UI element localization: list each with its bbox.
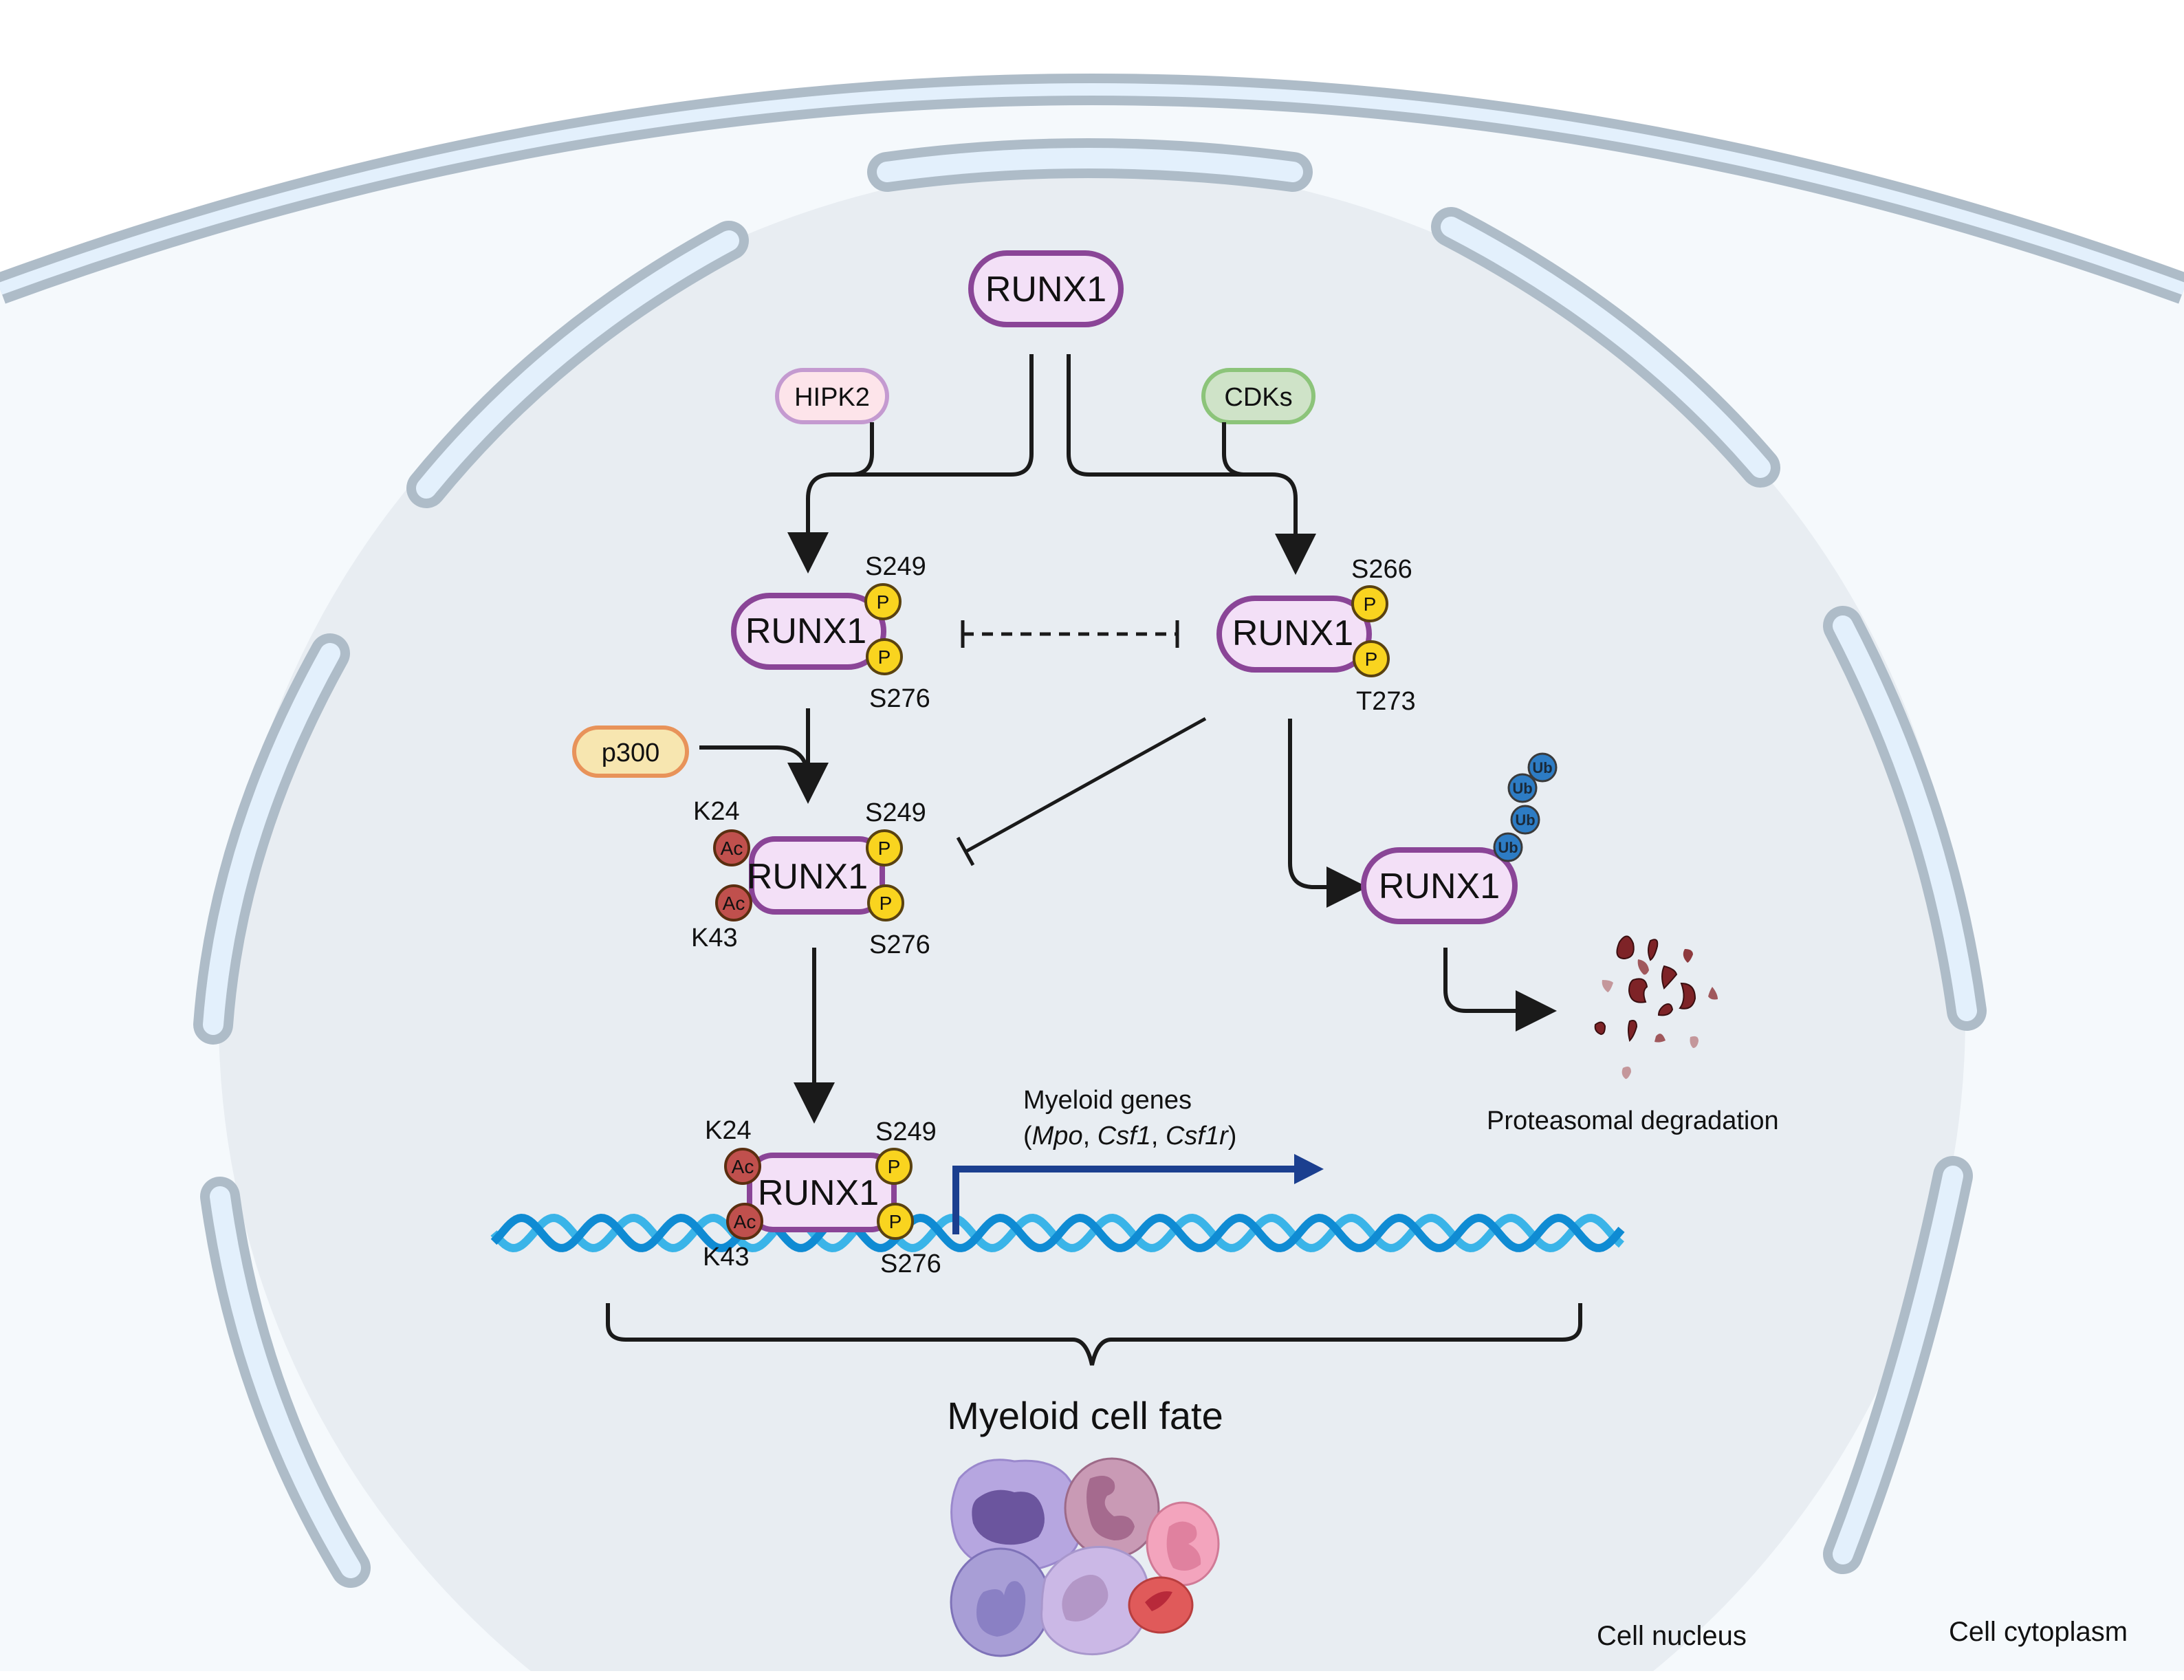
phospho-icon xyxy=(875,1148,913,1185)
myeloid-genes-label: Myeloid genes xyxy=(1023,1086,1192,1115)
runx1-top-node: RUNX1 xyxy=(968,250,1124,327)
gene-mpo: Mpo xyxy=(1032,1122,1083,1150)
ub-mark: Ub xyxy=(1512,780,1532,797)
phospho-mark: P xyxy=(888,1156,901,1177)
acetyl-mark: Ac xyxy=(734,1211,756,1232)
site-label: K24 xyxy=(705,1116,752,1145)
phospho-icon xyxy=(867,884,904,921)
myeloid-cells-icon xyxy=(950,1457,1220,1657)
acetyl-icon xyxy=(715,884,752,921)
protein-fragments-icon xyxy=(1594,935,1718,1079)
basophil-nucleus xyxy=(976,1581,1026,1637)
site-label: S276 xyxy=(869,930,930,959)
ubiquitin-icon xyxy=(1507,773,1538,803)
cdk-inhibition xyxy=(956,717,1207,866)
phospho-icon xyxy=(877,1203,914,1240)
phospho-icon xyxy=(866,829,903,866)
site-label: S266 xyxy=(1351,555,1412,584)
cdks-connector xyxy=(1222,422,1244,477)
hipk2-connector xyxy=(852,422,874,477)
phospho-icon xyxy=(1353,640,1390,677)
site-label: S276 xyxy=(869,684,930,713)
plasma-membrane-inner xyxy=(0,83,2184,295)
macrophage-nucleus xyxy=(1062,1575,1109,1622)
site-label: K43 xyxy=(691,924,738,952)
phospho-icon xyxy=(866,638,903,675)
site-label: S249 xyxy=(875,1117,937,1146)
acetyl-mark: Ac xyxy=(723,893,745,914)
runx1-label: RUNX1 xyxy=(758,1173,879,1213)
acetyl-mark: Ac xyxy=(732,1156,754,1177)
phospho-mark: P xyxy=(878,646,891,668)
arrow-to-degradation xyxy=(1443,948,1557,1032)
curly-brace xyxy=(606,1303,1582,1366)
myeloid-genes-list: (Mpo, Csf1, Csf1r) xyxy=(1023,1122,1236,1150)
arrow-to-hipk2-phospho xyxy=(787,354,1034,574)
phospho-mark: P xyxy=(1365,648,1378,670)
gene-csf1r: Csf1r xyxy=(1166,1122,1229,1150)
neutrophil-nucleus xyxy=(1086,1476,1135,1540)
mutual-inhibition xyxy=(961,620,1179,648)
cdks-node: CDKs xyxy=(1201,368,1315,424)
phospho-mark: P xyxy=(1364,593,1377,615)
phospho-mark: P xyxy=(878,838,891,859)
gene-csf1: Csf1 xyxy=(1098,1122,1151,1150)
neutrophil-cell xyxy=(1064,1457,1160,1559)
runx1-ubiquitinated-node: RUNX1 Ub Ub Ub Ub xyxy=(1361,752,1558,924)
p300-label: p300 xyxy=(602,739,660,767)
runx1-label: RUNX1 xyxy=(1232,613,1353,653)
phospho-mark: P xyxy=(877,591,890,613)
site-label: S249 xyxy=(865,798,926,827)
site-label: K43 xyxy=(703,1243,750,1272)
degradation-label: Proteasomal degradation xyxy=(1487,1106,1779,1135)
site-label: T273 xyxy=(1356,687,1416,716)
nucleus-label: Cell nucleus xyxy=(1597,1621,1747,1651)
runx1-top-label: RUNX1 xyxy=(985,270,1106,309)
eosinophil-nucleus xyxy=(1166,1521,1201,1571)
ubiquitin-chain: Ub Ub Ub Ub xyxy=(1493,752,1558,862)
runx1-label: RUNX1 xyxy=(1379,866,1500,906)
runx1-cdk-phospho-node: RUNX1 P P S266 T273 xyxy=(1216,555,1416,716)
hipk2-label: HIPK2 xyxy=(794,383,870,412)
phosphorylation-arrows xyxy=(787,354,1316,575)
ub-mark: Ub xyxy=(1532,759,1552,776)
phospho-icon xyxy=(1351,585,1388,622)
phospho-mark: P xyxy=(880,893,893,914)
ub-mark: Ub xyxy=(1498,839,1518,856)
nuclear-envelope xyxy=(193,138,1987,1588)
ub-mark: Ub xyxy=(1515,811,1535,829)
runx1-label: RUNX1 xyxy=(745,611,866,651)
myeloid-fate-label: Myeloid cell fate xyxy=(947,1394,1223,1437)
acetyl-icon xyxy=(724,1148,761,1185)
bottom-strip xyxy=(0,1671,2184,1677)
cdks-label: CDKs xyxy=(1224,383,1292,412)
hipk2-node: HIPK2 xyxy=(775,368,889,424)
dna-helix xyxy=(490,1213,1625,1253)
acetyl-icon xyxy=(713,829,750,866)
erythrocyte-center xyxy=(1145,1591,1172,1611)
runx1-dna-bound-node: RUNX1 Ac Ac P P K24 K43 S249 S276 xyxy=(703,1116,941,1278)
nucleus-region xyxy=(219,165,1965,1680)
arrow-to-cdk-phospho xyxy=(1067,354,1316,575)
phospho-mark: P xyxy=(889,1211,902,1232)
p300-node: p300 xyxy=(572,726,689,778)
site-label: K24 xyxy=(693,797,740,826)
arrow-to-ubiquitination xyxy=(1288,719,1368,908)
runx1-label: RUNX1 xyxy=(747,857,868,897)
acetyl-mark: Ac xyxy=(721,838,743,859)
ubiquitin-icon xyxy=(1493,832,1523,862)
phospho-icon xyxy=(864,583,902,620)
site-label: S249 xyxy=(865,552,926,581)
ubiquitin-icon xyxy=(1527,752,1558,783)
ubiquitin-icon xyxy=(1510,805,1540,835)
transcription-arrow xyxy=(952,1154,1324,1234)
cytoplasm-label: Cell cytoplasm xyxy=(1949,1617,2128,1647)
runx1-acetylated-node: RUNX1 Ac Ac P P K24 K43 S249 S276 xyxy=(691,797,930,959)
monocyte-nucleus xyxy=(972,1490,1045,1545)
site-label: S276 xyxy=(880,1250,941,1278)
runx1-hipk2-phospho-node: RUNX1 P P S249 S276 xyxy=(731,552,930,713)
acetyl-icon xyxy=(726,1203,763,1240)
